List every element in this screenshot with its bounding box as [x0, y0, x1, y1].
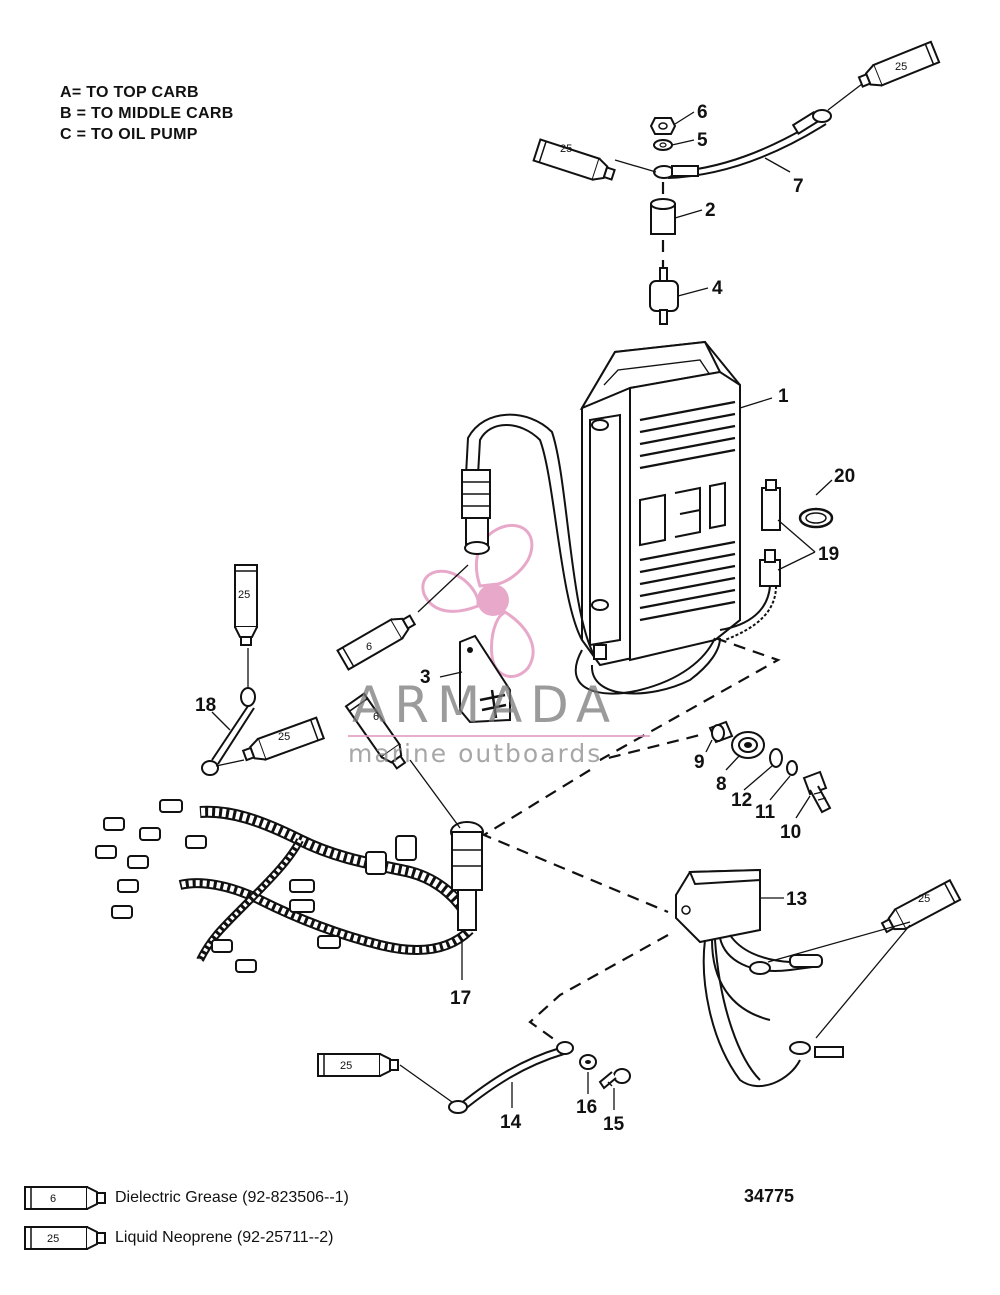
callout-16: 16: [576, 1097, 597, 1118]
drawing-number: 34775: [744, 1186, 795, 1206]
tube-label-6-a: 6: [366, 641, 372, 653]
legend-key-c: C = TO OIL PUMP: [60, 126, 198, 143]
tube-label-25-f: 25: [340, 1060, 352, 1072]
grommet-item-8: [731, 731, 765, 759]
callout-8: 8: [716, 774, 727, 795]
footer-legend-neoprene: Liquid Neoprene (92-25711--2): [115, 1229, 334, 1246]
callout-19: 19: [818, 544, 839, 565]
callout-18: 18: [195, 695, 216, 716]
connector-item-19: [719, 479, 781, 641]
ground-strap-item-14: [448, 1041, 574, 1114]
sleeve-item-9: [708, 720, 734, 744]
callout-10: 10: [780, 822, 801, 843]
footer-tube-number-25: 25: [47, 1233, 59, 1245]
mount-item-4: [649, 267, 679, 325]
washer-item-12: [769, 748, 783, 768]
callout-4: 4: [712, 278, 723, 299]
ground-strap-item-18: [201, 687, 256, 776]
propeller-logo-icon: [421, 523, 535, 678]
wiring-harness-item-17: [95, 799, 484, 973]
module-harness-cable: [461, 413, 721, 695]
washer-item-16: [579, 1054, 597, 1070]
legend-key-b: B = TO MIDDLE CARB: [60, 105, 234, 122]
module-item-13: [675, 868, 844, 1087]
callout-14: 14: [500, 1112, 522, 1133]
callout-5: 5: [697, 130, 708, 151]
grease-tube-icon: [24, 1186, 106, 1210]
callout-15: 15: [603, 1114, 625, 1135]
callout-7: 7: [793, 176, 804, 197]
tube-label-25-c: 25: [918, 893, 930, 905]
bracket-item-3: [459, 634, 511, 724]
assembly-dash-lines: [481, 182, 781, 1041]
grease-tube-icon: [317, 1053, 399, 1077]
callout-1: 1: [778, 386, 789, 407]
callout-11: 11: [755, 802, 776, 823]
screw-item-10: [802, 770, 832, 814]
callout-6: 6: [697, 102, 708, 123]
footer-legend-grease: Dielectric Grease (92-823506--1): [115, 1189, 349, 1206]
tube-label-6-b: 6: [373, 711, 379, 723]
watermark-tagline: marine outboards: [348, 739, 602, 768]
legend-key-a: A= TO TOP CARB: [60, 84, 199, 101]
tube-label-25-d: 25: [238, 589, 250, 601]
clip-item-20: [798, 507, 834, 529]
grease-tube-icon: [532, 138, 618, 187]
ground-strap-top: [653, 109, 832, 179]
callout-2: 2: [705, 200, 716, 221]
callout-leaders: [211, 111, 833, 1110]
callout-12: 12: [731, 790, 752, 811]
control-module-item-1: [579, 340, 741, 667]
callout-3: 3: [420, 667, 431, 688]
tube-label-25-e: 25: [278, 731, 290, 743]
spacer-item-2: [650, 198, 676, 235]
footer-tube-number-6: 6: [50, 1193, 56, 1205]
callout-9: 9: [694, 752, 705, 773]
grease-tube-icon: [336, 609, 419, 671]
tube-label-25-b: 25: [895, 61, 907, 73]
grease-tube-icon: [24, 1226, 106, 1250]
grease-tube-icon: [234, 564, 258, 646]
washer-item-11: [786, 760, 798, 776]
tube-label-25-a: 25: [560, 143, 572, 155]
nut-item-6: [649, 117, 677, 135]
washer-item-5: [653, 139, 673, 151]
callout-13: 13: [786, 889, 807, 910]
callout-20: 20: [834, 466, 855, 487]
callout-17: 17: [450, 988, 471, 1009]
watermark-brand: ARMADA: [352, 676, 618, 734]
screw-item-15: [598, 1068, 631, 1090]
grease-tube-icon: [878, 879, 962, 939]
